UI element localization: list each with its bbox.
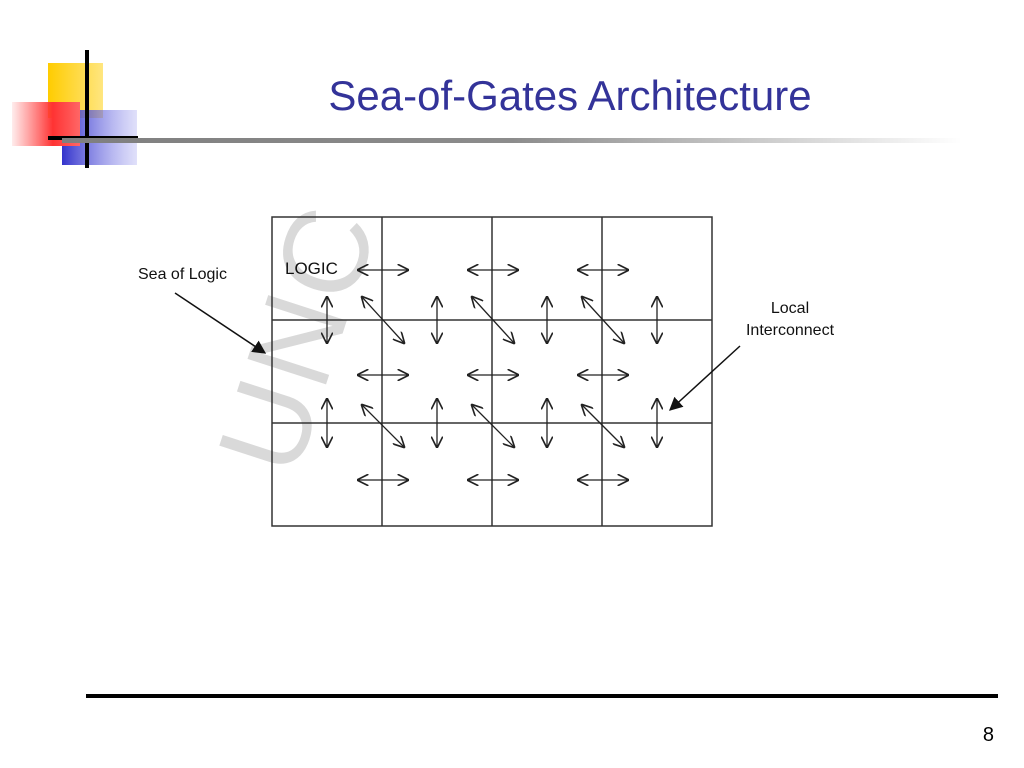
local-interconnect-label-line2: Interconnect <box>746 322 835 339</box>
local-interconnect-arrow <box>669 345 741 411</box>
slide-title: Sea-of-Gates Architecture <box>328 72 812 119</box>
sea-of-gates-diagram: UNC LOGIC Sea of Logic Local Interconnec… <box>138 190 835 527</box>
bottom-rule <box>86 694 998 698</box>
slide-number: 8 <box>982 724 994 746</box>
interconnect-arrows <box>327 270 657 480</box>
diagonal-interconnect-arrow <box>472 405 514 447</box>
sea-of-logic-arrow <box>174 292 267 354</box>
diagonal-interconnect-arrow <box>582 297 624 343</box>
logic-cell-label: LOGIC <box>285 259 338 278</box>
watermark-text: UNC <box>192 190 403 488</box>
local-interconnect-label-line1: Local <box>771 300 809 317</box>
diagonal-interconnect-arrow <box>362 405 404 447</box>
diagonal-interconnect-arrow <box>472 297 514 343</box>
diagonal-interconnect-arrow <box>362 297 404 343</box>
diagonal-interconnect-arrow <box>582 405 624 447</box>
sea-of-logic-label: Sea of Logic <box>138 266 227 283</box>
title-rule <box>62 138 962 143</box>
decorative-logo-icon <box>12 50 138 168</box>
